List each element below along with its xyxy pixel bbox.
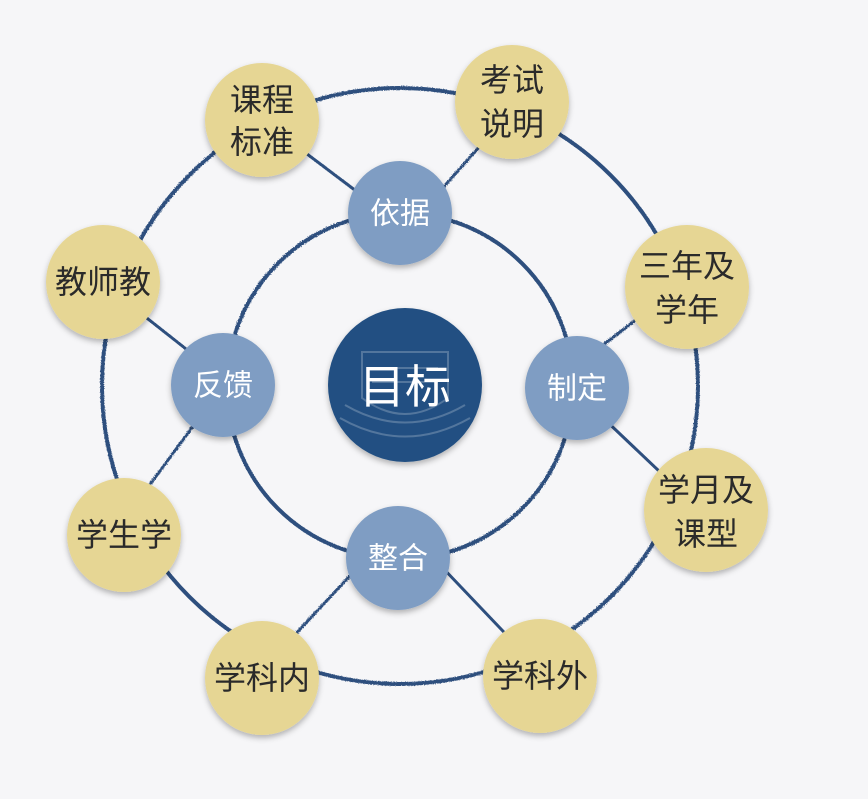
- middle-node-label: 反馈: [193, 369, 253, 404]
- outer-node-xueyue-kexing: 学月及 课型: [644, 448, 768, 572]
- outer-node-line: 标准: [230, 123, 294, 161]
- outer-node-line: 说明: [480, 105, 544, 143]
- outer-node-line: 教师教: [55, 263, 151, 301]
- outer-node-line: 考试: [480, 61, 544, 99]
- outer-node-line: 学科内: [214, 659, 310, 697]
- middle-node-label: 整合: [368, 542, 428, 577]
- outer-node-line: 三年及: [639, 247, 735, 285]
- outer-node-line: 学生学: [76, 516, 172, 554]
- outer-node-jiaoshi-jiao: 教师教: [46, 225, 160, 339]
- center-label: 目标: [359, 360, 451, 414]
- school-emblem-icon: [339, 351, 471, 438]
- outer-node-kaoshi-shuoming: 考试 说明: [455, 45, 569, 159]
- middle-node-zhiding: 制定: [525, 336, 629, 440]
- center-node: 目标: [328, 308, 482, 462]
- middle-node-label: 制定: [547, 372, 607, 407]
- outer-node-line: 学年: [655, 291, 719, 329]
- outer-ring: [100, 86, 700, 686]
- outer-node-xueke-wai: 学科外: [483, 619, 597, 733]
- outer-node-sannian-xuenian: 三年及 学年: [625, 225, 749, 349]
- middle-node-label: 依据: [370, 197, 430, 232]
- outer-node-line: 课程: [230, 81, 294, 119]
- outer-node-line: 学月及: [658, 471, 754, 509]
- outer-node-kecheng-biaozhun: 课程 标准: [205, 63, 319, 177]
- outer-node-xueke-nei: 学科内: [205, 621, 319, 735]
- outer-node-xuesheng-xue: 学生学: [67, 478, 181, 592]
- outer-node-line: 学科外: [492, 657, 588, 695]
- middle-node-zhenghe: 整合: [346, 506, 450, 610]
- middle-node-yiju: 依据: [348, 161, 452, 265]
- middle-node-fankui: 反馈: [171, 333, 275, 437]
- outer-node-line: 课型: [674, 515, 738, 553]
